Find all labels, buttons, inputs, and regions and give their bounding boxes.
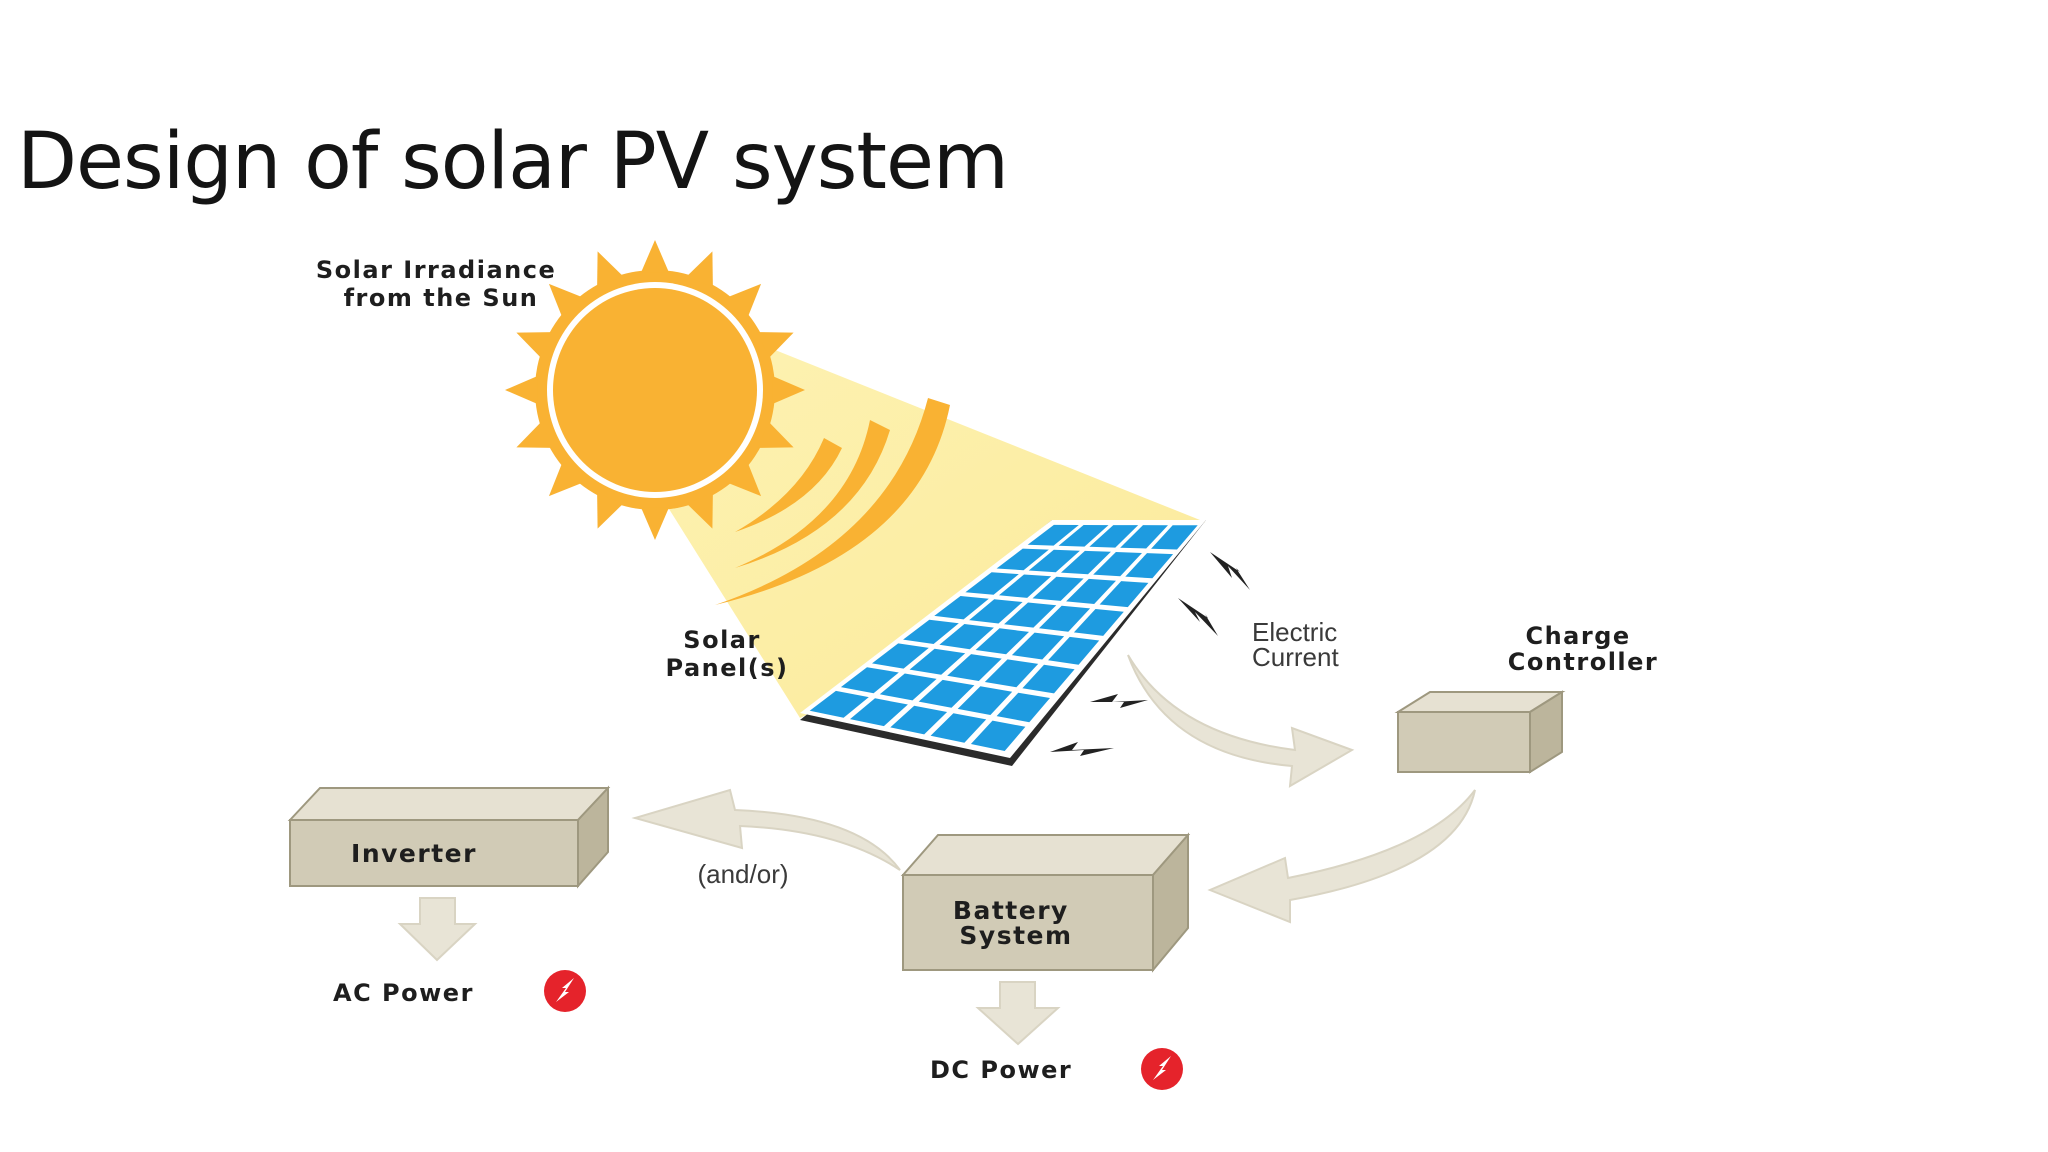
arrow-controller-to-battery xyxy=(1207,789,1476,924)
and-or-label: (and/or) xyxy=(697,859,788,889)
sun-ray xyxy=(757,332,794,359)
dc-power-label: DC Power xyxy=(930,1056,1072,1084)
panel-cell xyxy=(1120,525,1168,549)
panel-cell xyxy=(909,648,966,675)
panel-cell xyxy=(996,692,1050,723)
sun-ray xyxy=(757,421,794,448)
panel-cell xyxy=(850,698,908,727)
sun-label: Solar Irradiance from the Sun xyxy=(316,256,566,312)
panel-cell xyxy=(999,574,1052,598)
panel-cell xyxy=(1093,552,1142,577)
power-plug-icon xyxy=(1141,1048,1183,1090)
sun-ray xyxy=(727,462,762,497)
radiation-waves xyxy=(715,398,950,605)
panel-cell xyxy=(939,624,994,650)
lightning-bolt-icon xyxy=(1050,552,1250,756)
panel-cell xyxy=(1099,581,1149,608)
power-plug-icon xyxy=(544,970,586,1012)
arrow-battery-to-inverter xyxy=(631,788,901,871)
panel-cell xyxy=(1027,524,1079,546)
sun-ray xyxy=(548,283,583,318)
panel-cell xyxy=(1151,525,1198,550)
panel-cell xyxy=(947,654,1002,681)
sun-ray xyxy=(597,251,624,288)
arrow-panel-to-controller xyxy=(1127,654,1355,788)
panel-cell xyxy=(1032,576,1084,601)
sun-ray xyxy=(727,283,762,318)
ac-power-label: AC Power xyxy=(333,979,474,1007)
sun-ray xyxy=(505,375,538,405)
panel-cell xyxy=(970,720,1026,751)
panel-cell xyxy=(1048,636,1100,665)
battery-box xyxy=(900,832,1191,973)
panel-cell xyxy=(1022,664,1075,694)
sun-ray xyxy=(640,240,670,273)
battery-label: Battery System xyxy=(953,896,1079,950)
panel-cell xyxy=(996,548,1049,571)
sun-ray xyxy=(686,251,713,288)
solar-panel-icon xyxy=(800,520,1206,766)
sun-ray xyxy=(548,462,583,497)
sun-ray xyxy=(516,332,553,359)
sun-ray xyxy=(597,492,624,529)
charge-controller-box xyxy=(1394,690,1566,774)
panel-cell xyxy=(1061,550,1111,575)
panel-cell xyxy=(840,667,899,694)
panel-cell xyxy=(969,599,1023,624)
arrow-battery-to-dc xyxy=(975,981,1061,1046)
slide-title: Design of solar PV system xyxy=(17,117,1009,207)
panel-cell xyxy=(1058,525,1109,547)
panel-cell xyxy=(879,673,937,701)
sun-icon xyxy=(505,240,805,540)
panel-cell xyxy=(809,690,869,718)
panel-cell xyxy=(1066,578,1116,604)
charge-controller-label: Charge Controller xyxy=(1508,622,1659,676)
panel-cell xyxy=(1125,553,1174,579)
panel-cell xyxy=(975,628,1029,655)
panel-cell xyxy=(930,713,987,743)
panel-cell xyxy=(957,686,1013,715)
panel-cell xyxy=(1089,525,1139,548)
inverter-label: Inverter xyxy=(351,839,477,868)
panel-cell xyxy=(1011,632,1065,660)
panel-cell xyxy=(984,659,1039,688)
panel-cell xyxy=(1004,602,1057,628)
panel-cell xyxy=(1028,549,1080,573)
sun-ray xyxy=(772,375,805,405)
sun-ray xyxy=(686,492,713,529)
panel-cell xyxy=(934,596,989,620)
panel-cell xyxy=(903,619,959,644)
panel-cell xyxy=(965,572,1019,595)
panel-cell xyxy=(872,643,929,669)
sun-ray xyxy=(516,421,553,448)
panel-cell xyxy=(1073,609,1124,636)
arrow-inverter-to-ac xyxy=(397,897,478,962)
panel-label: Solar Panel(s) xyxy=(666,626,789,682)
sun-ray xyxy=(640,507,670,540)
panel-cell xyxy=(890,705,948,735)
panel-cell xyxy=(1039,605,1091,632)
electric-current-label: Electric Current xyxy=(1252,617,1344,672)
panel-cell xyxy=(918,679,975,708)
inverter-box xyxy=(287,785,611,889)
flow-arrows xyxy=(397,654,1476,1046)
